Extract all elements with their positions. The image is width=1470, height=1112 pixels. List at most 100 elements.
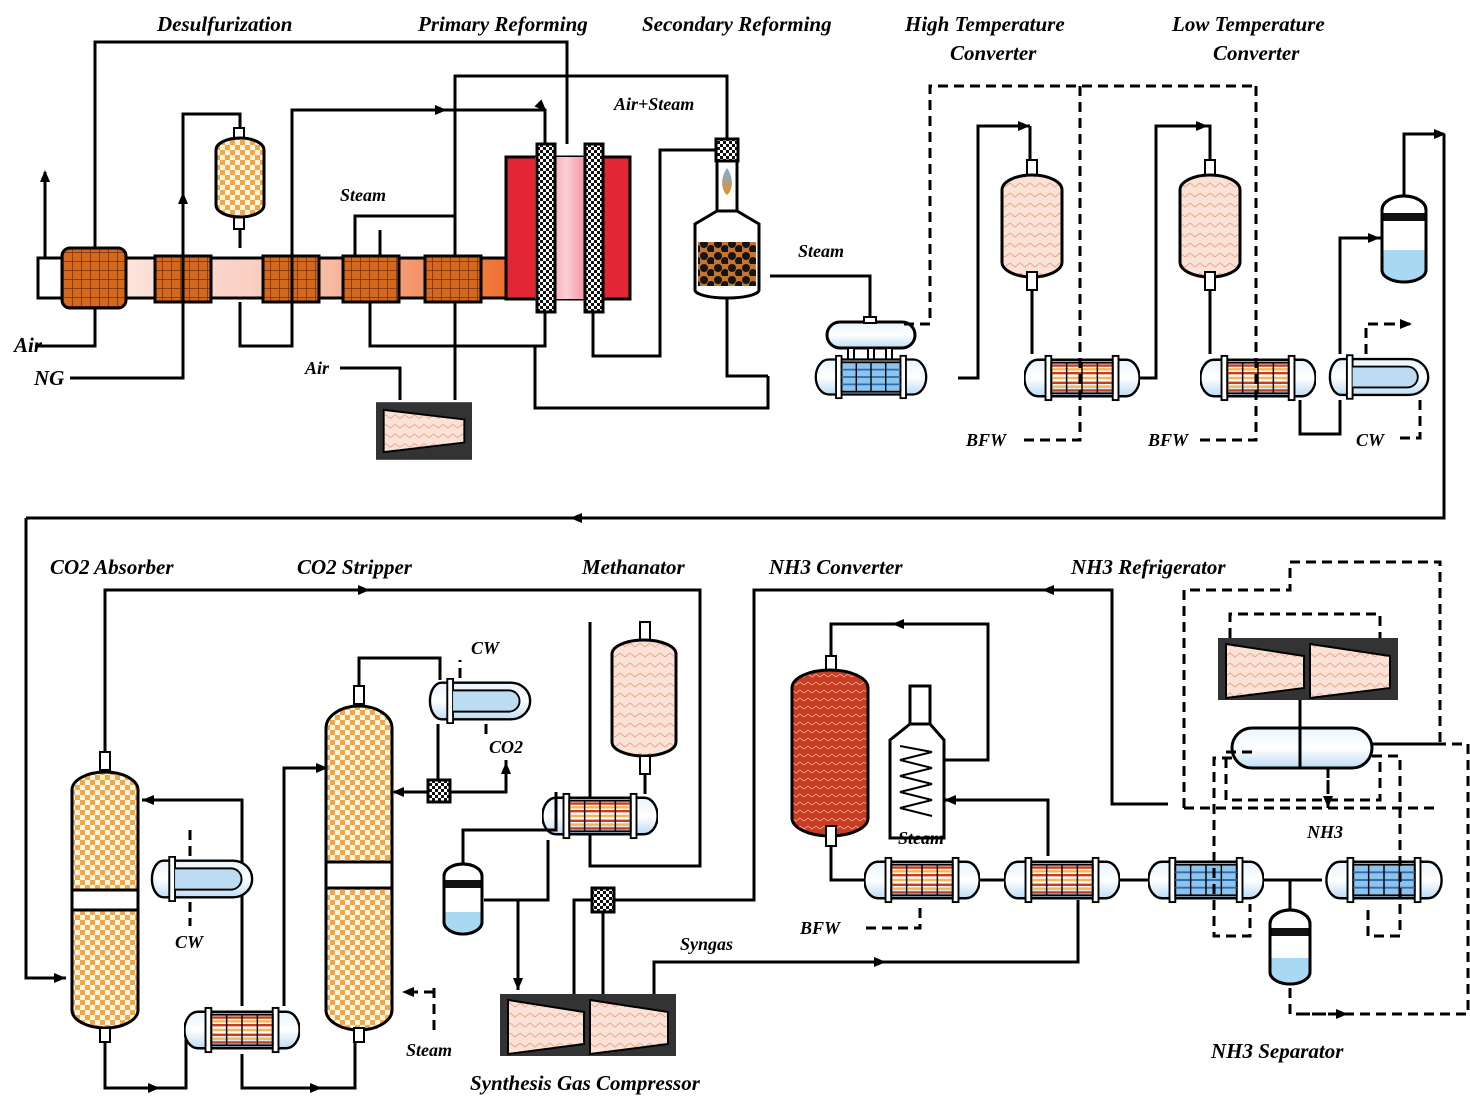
co2-absorber bbox=[70, 751, 140, 1043]
methanator-to-drum bbox=[484, 840, 550, 902]
ltc-exchanger bbox=[1200, 354, 1316, 402]
top-cooler bbox=[1328, 354, 1430, 400]
label-steam-boiler: Steam bbox=[798, 241, 844, 261]
label-desulfurization: Desulfurization bbox=[156, 12, 292, 36]
hx-return-line bbox=[533, 346, 770, 410]
waste-heat-boiler bbox=[813, 316, 929, 400]
primary-to-secondary-line bbox=[591, 148, 722, 358]
methanator-drum-overhead bbox=[461, 792, 558, 866]
chiller-2-refrigerant bbox=[1366, 754, 1402, 938]
co2-product-line bbox=[450, 760, 508, 794]
desulfurizer-vessel bbox=[214, 127, 266, 230]
air-inlet-line bbox=[35, 308, 97, 348]
to-ko-drum-line bbox=[1338, 236, 1382, 354]
recycle-mixer bbox=[590, 886, 616, 914]
secondary-reformer-outlet bbox=[725, 298, 768, 378]
methanator bbox=[610, 621, 678, 775]
recycle-up-line bbox=[572, 898, 604, 994]
air-steam-mixer bbox=[714, 137, 740, 163]
label-co2-absorber: CO2 Absorber bbox=[50, 555, 174, 579]
stripper-overhead-cooler bbox=[428, 678, 532, 724]
convection-coil-3 bbox=[341, 254, 401, 304]
feed-to-reformer-line bbox=[292, 99, 547, 144]
converter-waste-heat-exchanger bbox=[864, 856, 980, 904]
htc-exchanger bbox=[1024, 354, 1140, 402]
label-steam-stripper: Steam bbox=[406, 1040, 452, 1060]
ng-to-desulfurizer-line bbox=[181, 112, 242, 194]
stripper-bottoms-line bbox=[240, 1042, 357, 1090]
ltc-to-cooler-line bbox=[1298, 400, 1342, 436]
nh3-converter bbox=[790, 655, 870, 847]
label-ng: NG bbox=[33, 366, 64, 390]
refrigerant-accumulator bbox=[1230, 726, 1374, 770]
nh3-separator bbox=[1268, 908, 1312, 986]
label-bfw-bottom: BFW bbox=[799, 918, 842, 938]
label-air-inlet: Air bbox=[12, 333, 43, 357]
label-bfw-ltc: BFW bbox=[1147, 430, 1190, 450]
convection-coil-4 bbox=[423, 254, 483, 304]
methanator-exchanger bbox=[542, 792, 658, 840]
converter-heater bbox=[888, 684, 946, 840]
ng-inlet-line bbox=[70, 256, 185, 380]
steam-coil-loop bbox=[353, 214, 457, 256]
cw-out-line bbox=[1364, 322, 1410, 354]
label-steam-top: Steam bbox=[340, 185, 386, 205]
co2-stripper bbox=[324, 685, 394, 1043]
label-cw-absorber: CW bbox=[175, 932, 205, 952]
label-co2-stripper: CO2 Stripper bbox=[297, 555, 413, 579]
refrigerant-chiller-1 bbox=[1148, 856, 1264, 904]
duct-inlet bbox=[36, 256, 64, 300]
lean-rich-exchanger bbox=[184, 1006, 300, 1054]
fuel-gas-line bbox=[93, 40, 569, 248]
knock-out-drum bbox=[1380, 194, 1428, 284]
label-nh3-converter: NH3 Converter bbox=[768, 555, 903, 579]
label-cw-stripper: CW bbox=[471, 638, 501, 658]
label-bfw-htc: BFW bbox=[965, 430, 1008, 450]
lean-return-line bbox=[142, 798, 244, 1006]
air-preheater-coil bbox=[60, 246, 128, 310]
label-methanator: Methanator bbox=[581, 555, 686, 579]
label-htc-line2: Converter bbox=[950, 41, 1037, 65]
label-air-compressor: Air bbox=[304, 358, 330, 378]
secondary-reformer bbox=[693, 159, 761, 300]
bfw-loop-ltc bbox=[1200, 86, 1258, 442]
absorber-bottoms-line bbox=[103, 1030, 188, 1090]
label-nh3-refrigerator: NH3 Refrigerator bbox=[1070, 555, 1226, 579]
desulfurized-gas-line bbox=[238, 108, 440, 348]
label-htc-line1: High Temperature bbox=[904, 12, 1065, 36]
absorber-cooler bbox=[150, 856, 254, 902]
reformer-tube-1 bbox=[535, 142, 557, 314]
bfw-loop-htc bbox=[1020, 86, 1082, 442]
to-ltc-line bbox=[1140, 124, 1212, 380]
label-nh3: NH3 bbox=[1306, 822, 1343, 842]
label-ltc-line1: Low Temperature bbox=[1171, 12, 1325, 36]
refrigerant-loop-outer bbox=[1182, 560, 1442, 808]
loop-return-line bbox=[614, 588, 1168, 902]
absorber-feed-line bbox=[24, 518, 66, 980]
reformer-tube-2 bbox=[583, 142, 605, 314]
stripper-overhead-line bbox=[357, 656, 442, 686]
high-temperature-converter bbox=[1000, 159, 1064, 291]
label-ltc-line2: Converter bbox=[1213, 41, 1300, 65]
label-air-steam: Air+Steam bbox=[613, 94, 694, 114]
ko-drum-overhead bbox=[1402, 132, 1442, 196]
air-steam-header bbox=[453, 74, 729, 256]
label-co2: CO2 bbox=[489, 737, 523, 757]
refrigerant-loop-right bbox=[1288, 742, 1470, 1016]
converter-feed-effluent-exchanger bbox=[1004, 856, 1120, 904]
chiller-1-refrigerant bbox=[1212, 756, 1252, 938]
syngas-knock-out-drum bbox=[442, 862, 484, 936]
bottom-process-section: CO2 Absorber CO2 Stripper Methanator NH3… bbox=[24, 518, 1470, 1095]
bfw-loop-top bbox=[904, 84, 1256, 326]
label-steam-heater: Steam bbox=[898, 828, 944, 848]
reflux-mixer bbox=[426, 778, 452, 804]
synthesis-gas-compressor bbox=[500, 994, 676, 1056]
converter-bottoms-line bbox=[829, 846, 866, 882]
label-nh3-separator: NH3 Separator bbox=[1210, 1039, 1344, 1063]
heater-feed-line bbox=[944, 798, 1050, 856]
nh3-refrigeration-compressor bbox=[1218, 638, 1398, 700]
steam-drum-feed bbox=[770, 274, 872, 320]
rich-to-stripper-line bbox=[282, 766, 328, 1006]
reformer-outlet-return bbox=[368, 302, 547, 348]
